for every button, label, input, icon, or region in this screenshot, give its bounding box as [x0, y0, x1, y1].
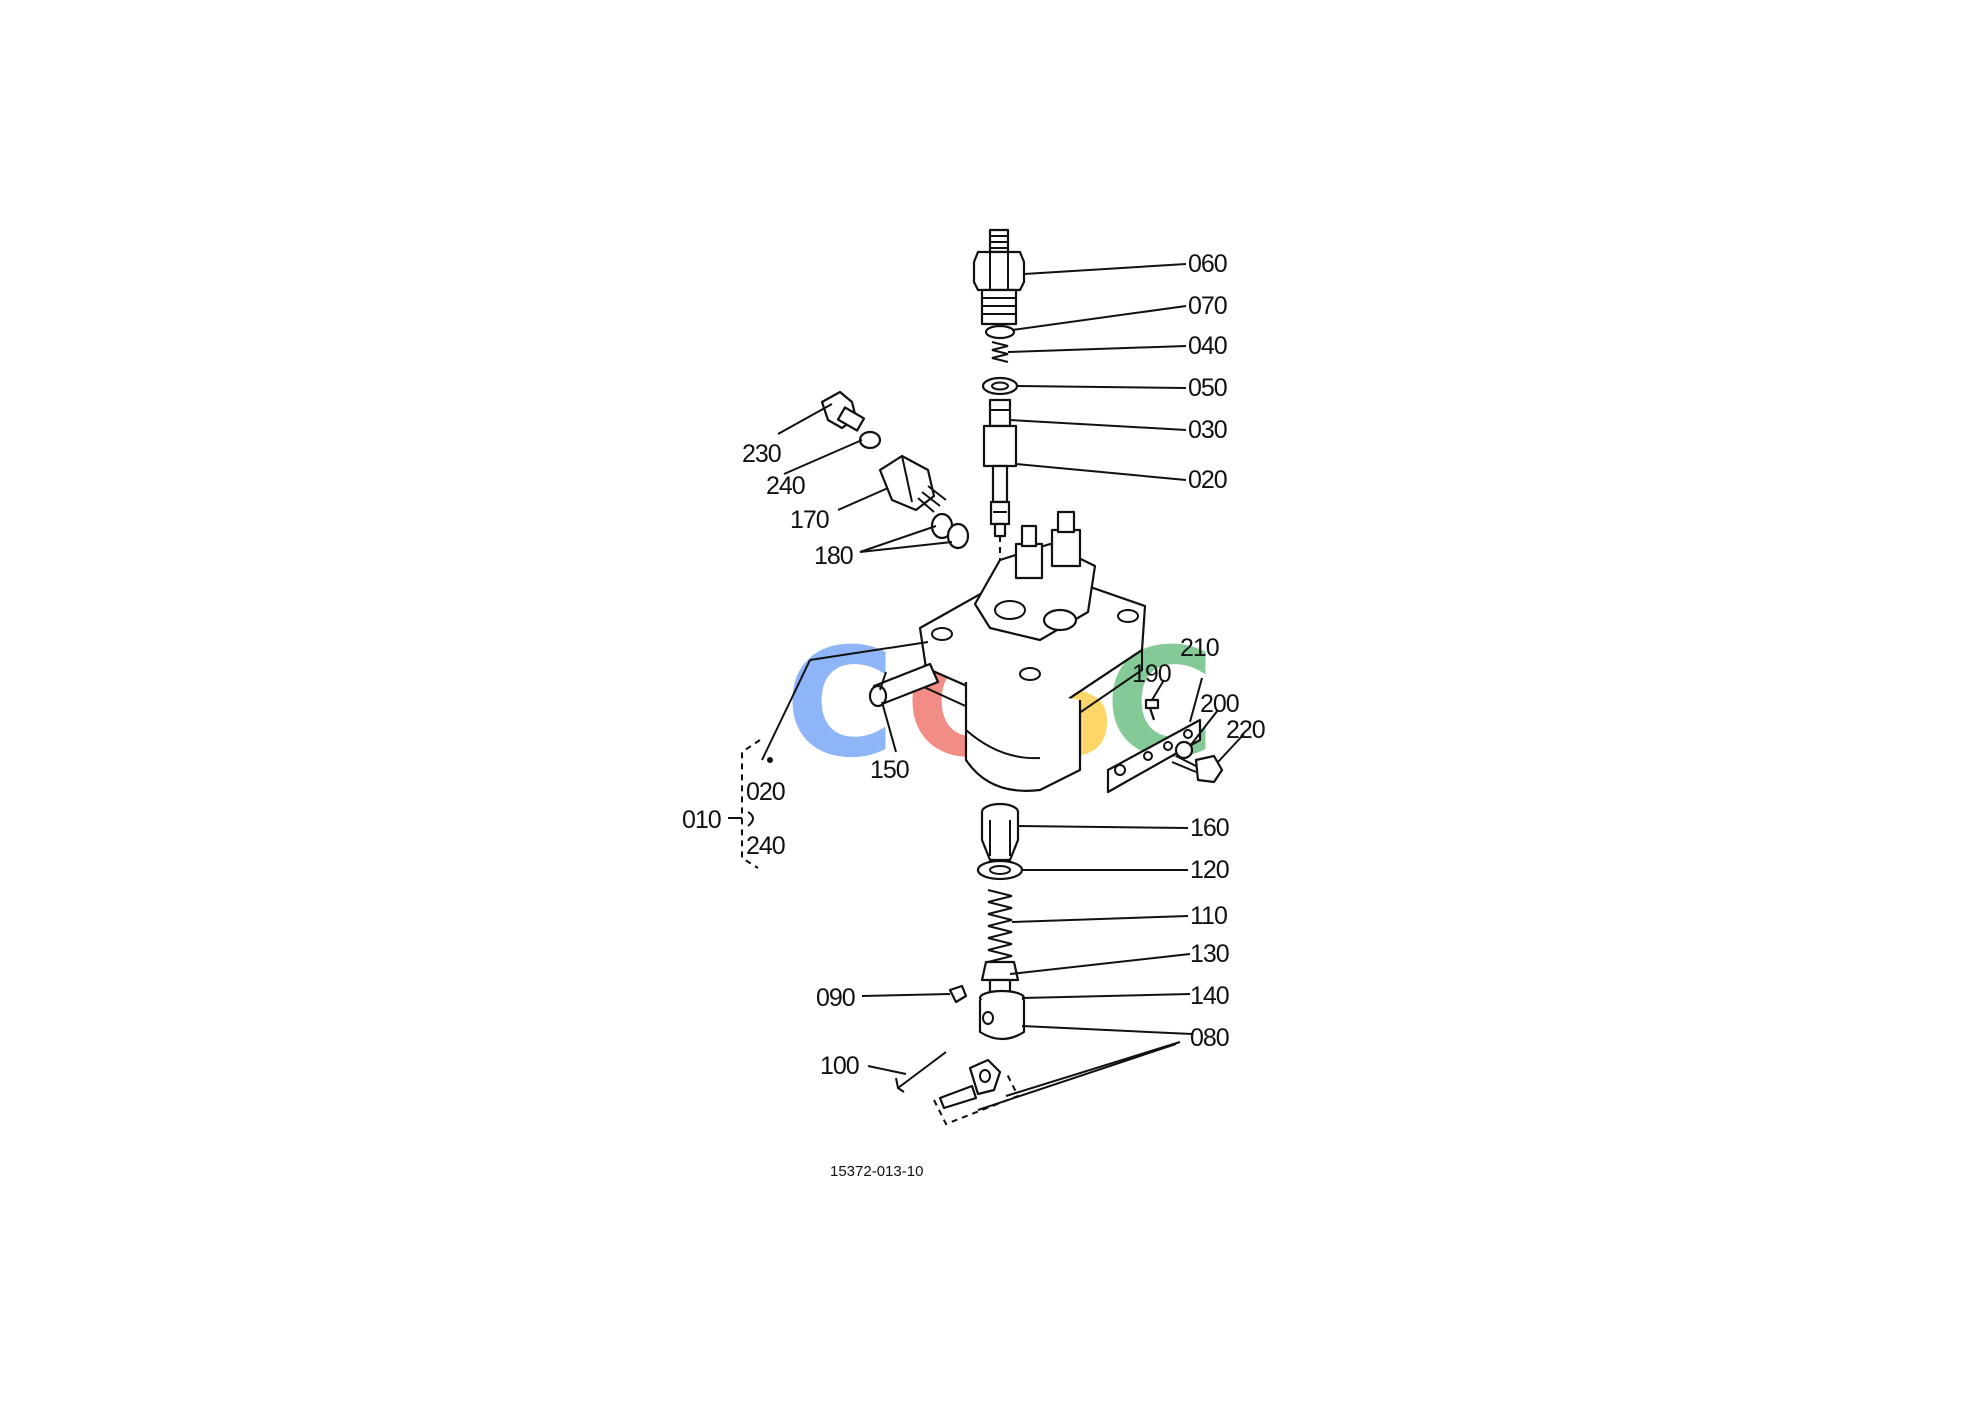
callout-220: 220	[1226, 716, 1265, 744]
callout-210: 210	[1180, 634, 1219, 662]
callout-030: 030	[1188, 416, 1227, 444]
callout-160: 160	[1190, 814, 1229, 842]
plate-bolt-part	[1171, 754, 1224, 784]
callout-120: 120	[1190, 856, 1229, 884]
delivery-valve-holder-part	[972, 228, 1026, 326]
callout-190: 190	[1132, 660, 1171, 688]
plate-washer-part	[1174, 740, 1194, 760]
callout-040: 040	[1188, 332, 1227, 360]
callout-080: 080	[1190, 1024, 1229, 1052]
callout-090: 090	[816, 984, 855, 1012]
callout-020: 020	[1188, 466, 1227, 494]
callout-050: 050	[1188, 374, 1227, 402]
control-plate-part	[1106, 718, 1202, 794]
callout-070: 070	[1188, 292, 1227, 320]
valve-spring-part	[991, 341, 1009, 363]
lower-spring-seat-part	[980, 960, 1020, 982]
washer-pair-part-2	[946, 522, 970, 550]
washer-part	[858, 430, 882, 450]
callout-240: 240	[766, 472, 805, 500]
leader-dot	[767, 757, 773, 763]
guide-pin-part	[895, 1051, 947, 1093]
plunger-barrel-part	[980, 802, 1020, 862]
drawing-number: 15372-013-10	[830, 1163, 923, 1180]
leader-lines	[728, 263, 1245, 1111]
callout-170: 170	[790, 506, 829, 534]
bleeder-screw-part	[820, 390, 866, 432]
banjo-fitting-part	[878, 454, 947, 513]
drawing	[820, 228, 1224, 1126]
guide-screw-part	[948, 984, 968, 1004]
callout-200: 200	[1200, 690, 1239, 718]
small-screw-part	[1144, 698, 1160, 721]
callout-130: 130	[1190, 940, 1229, 968]
callout-labels: 060 070 040 050 030 020 230 240 170 180 …	[682, 250, 1266, 1180]
callout-010-range-end: 240	[746, 832, 785, 860]
o-ring-part	[984, 324, 1016, 340]
callout-230: 230	[742, 440, 781, 468]
callout-180: 180	[814, 542, 853, 570]
callout-150: 150	[870, 756, 909, 784]
pump-body-part	[868, 510, 1147, 792]
callout-010: 010	[682, 806, 721, 834]
spring-seat-part	[976, 859, 1024, 881]
callout-060: 060	[1188, 250, 1227, 278]
gasket-part	[981, 376, 1019, 396]
callout-140: 140	[1190, 982, 1229, 1010]
callout-110: 110	[1190, 902, 1227, 930]
plunger-spring-part	[987, 889, 1013, 963]
delivery-valve-part	[982, 398, 1018, 560]
callout-100: 100	[820, 1052, 859, 1080]
roller-part	[933, 1058, 1020, 1126]
tappet-guide-part	[978, 1000, 1026, 1041]
callout-010-range-start: 020	[746, 778, 785, 806]
